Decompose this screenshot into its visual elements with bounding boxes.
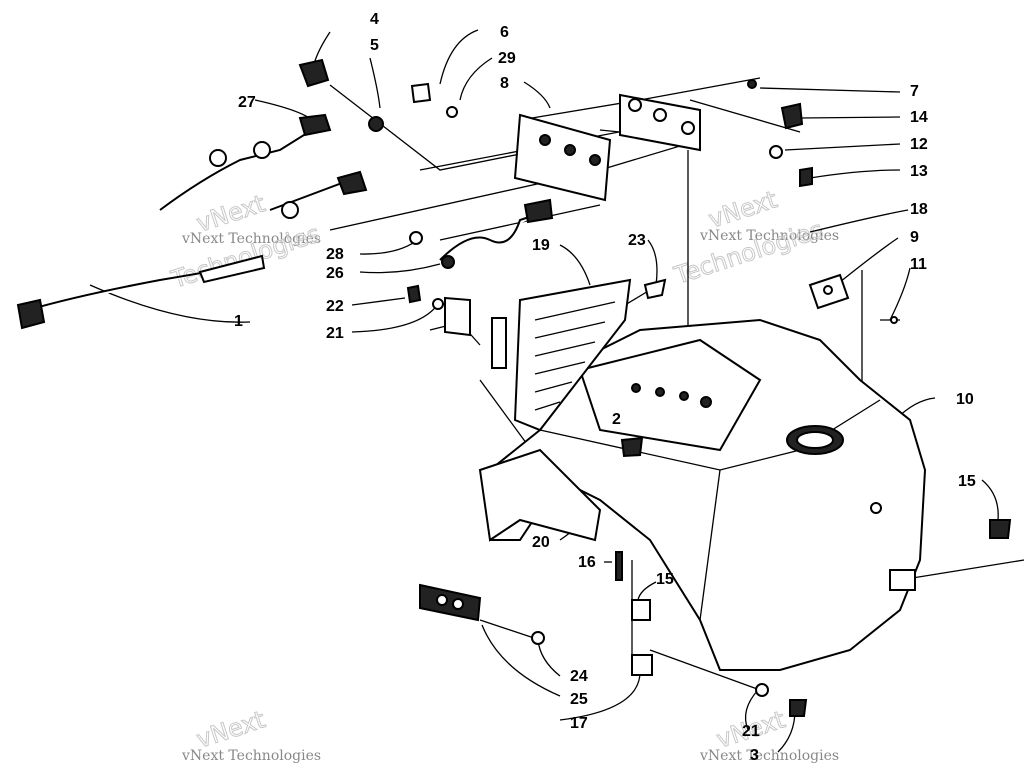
callout-5: 5	[370, 37, 379, 54]
part-grille-louver	[513, 278, 632, 432]
part-badge-700	[419, 583, 482, 622]
callout-23: 23	[628, 232, 646, 249]
part-hardware-small	[298, 58, 1012, 717]
watermark-company: vNext Technologies	[181, 748, 321, 764]
watermark-bottom-left: vNext vNext Technologies	[181, 705, 321, 764]
callout-14: 14	[910, 109, 928, 126]
watermark-word: Technologies	[670, 215, 826, 290]
callout-24: 24	[570, 668, 588, 685]
watermark-brand: vNext	[705, 185, 780, 233]
callout-labels: 4 5 6 29 8 27 7 14 12 13 18 9 11 19 23 2…	[234, 11, 976, 764]
callout-13: 13	[910, 163, 928, 180]
callout-21: 21	[326, 325, 344, 342]
callout-10: 10	[956, 391, 974, 408]
part-springs	[159, 113, 368, 219]
callout-6: 6	[500, 24, 509, 41]
watermark-company: vNext Technologies	[699, 748, 839, 764]
callout-7: 7	[910, 83, 919, 100]
part-bracket-20	[478, 448, 602, 542]
callout-4: 4	[370, 11, 379, 28]
callout-3: 3	[750, 747, 759, 764]
callout-21: 21	[742, 723, 760, 740]
callout-25: 25	[570, 691, 588, 708]
callout-9: 9	[910, 229, 919, 246]
part-cable-1	[16, 254, 266, 330]
callout-12: 12	[910, 136, 928, 153]
callout-29: 29	[498, 50, 516, 67]
callout-27: 27	[238, 94, 256, 111]
callout-1: 1	[234, 313, 243, 330]
callout-11: 11	[910, 256, 927, 273]
callout-15: 15	[656, 571, 674, 588]
watermark-top-right: vNext vNext Technologies Technologies	[670, 185, 839, 291]
part-console-housing	[489, 318, 927, 671]
callout-18: 18	[910, 201, 928, 218]
callout-17: 17	[570, 715, 588, 732]
callout-28: 28	[326, 246, 344, 263]
watermark-top-left: vNext vNext Technologies Technologies	[167, 189, 324, 295]
part-wire-harness	[439, 198, 554, 269]
callout-8: 8	[500, 75, 509, 92]
callout-2: 2	[612, 411, 621, 428]
callout-26: 26	[326, 265, 344, 282]
part-mount-plate	[513, 113, 612, 202]
watermark-company: vNext Technologies	[181, 231, 321, 247]
callout-20: 20	[532, 534, 550, 551]
callout-16: 16	[578, 554, 596, 571]
callout-22: 22	[326, 298, 344, 315]
callout-19: 19	[532, 237, 550, 254]
watermark-bottom-right: vNext vNext Technologies	[699, 705, 839, 764]
part-switch-plate	[619, 93, 701, 152]
watermark-brand: vNext	[193, 705, 268, 753]
callout-15: 15	[958, 473, 976, 490]
watermark-company: vNext Technologies	[699, 228, 839, 244]
